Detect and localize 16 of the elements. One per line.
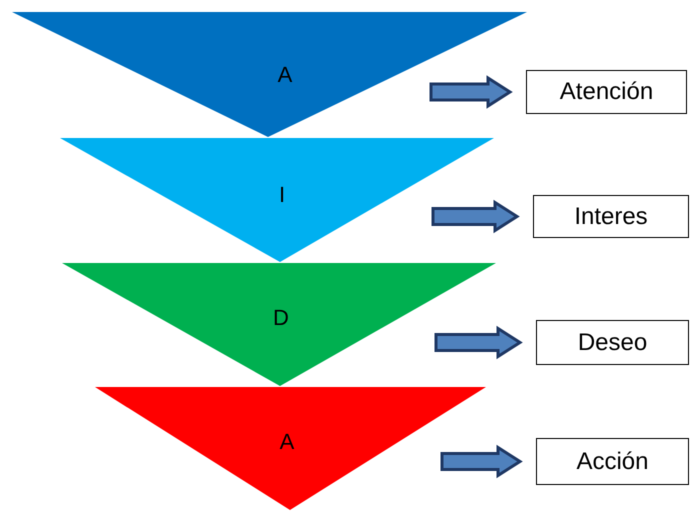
- stage-box: [536, 438, 689, 485]
- stage-letter: A: [278, 62, 292, 88]
- stage-box: [533, 195, 689, 238]
- stage-box: [536, 320, 689, 365]
- arrow: [430, 75, 513, 109]
- stage-label: Atención: [560, 78, 654, 106]
- stage-box: [526, 70, 687, 114]
- arrow: [440, 444, 523, 478]
- stage-letter: A: [280, 429, 294, 455]
- arrow: [432, 200, 520, 234]
- stage-label: Deseo: [578, 328, 648, 356]
- arrow: [434, 326, 523, 360]
- stage-label: Interes: [574, 202, 648, 230]
- stage-label: Acción: [576, 448, 649, 476]
- stage-letter: I: [278, 182, 286, 208]
- stage-letter: D: [273, 305, 289, 331]
